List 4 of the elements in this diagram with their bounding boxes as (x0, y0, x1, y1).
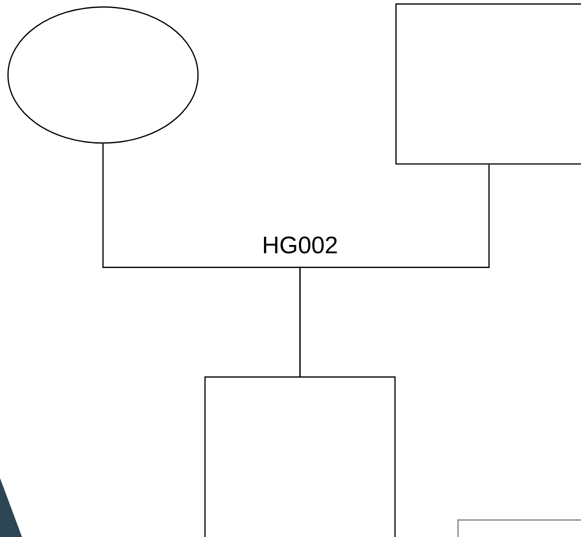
pedigree-label: HG002 (264, 236, 337, 254)
pedigree-line (299, 164, 490, 376)
circle-symbol (7, 6, 199, 144)
panel-box (457, 519, 581, 537)
